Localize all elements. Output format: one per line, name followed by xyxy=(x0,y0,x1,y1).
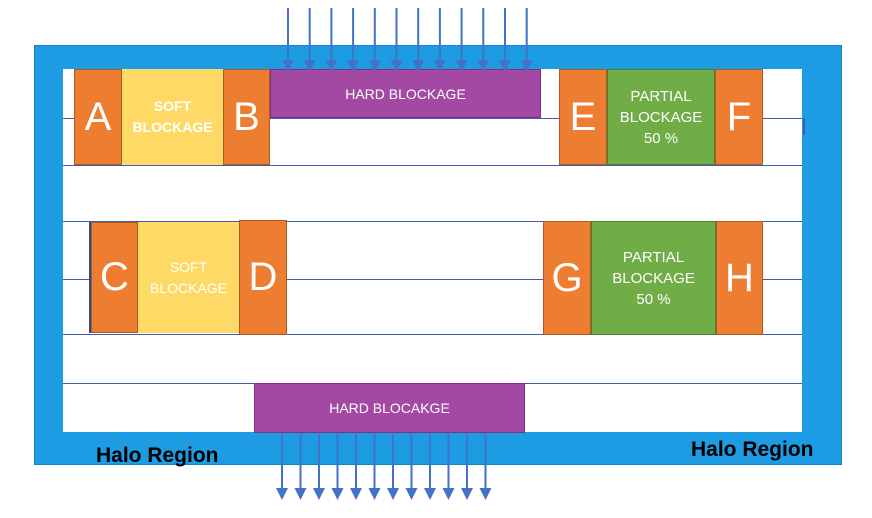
macro-g: G xyxy=(543,221,591,335)
macro-a: A xyxy=(74,69,122,165)
top-arrow-group xyxy=(282,8,533,72)
partial-blockage-top: PARTIAL BLOCKAGE 50 % xyxy=(607,69,715,165)
macro-h: H xyxy=(716,221,763,335)
bottom-arrow-group xyxy=(276,434,492,500)
macro-e: E xyxy=(559,69,607,165)
halo-region-label-right: Halo Region xyxy=(691,438,814,461)
macro-f: F xyxy=(715,69,763,165)
soft-blockage-bottom: SOFT BLOCKAGE xyxy=(138,222,239,333)
row-line xyxy=(63,118,802,119)
soft-blockage-top: SOFT BLOCKAGE xyxy=(122,69,223,165)
hard-blockage-top: HARD BLOCKAGE xyxy=(270,69,541,118)
row-line xyxy=(63,279,802,280)
row-end-tick xyxy=(803,118,805,135)
macro-c: C xyxy=(91,222,138,333)
row-line xyxy=(63,221,802,222)
macro-b: B xyxy=(223,69,270,165)
hard-blockage-bottom: HARD BLOCAKGE xyxy=(254,383,525,433)
row-line xyxy=(63,165,802,166)
row-line xyxy=(63,334,802,335)
halo-region-label-left: Halo Region xyxy=(96,444,219,467)
partial-blockage-bottom: PARTIAL BLOCKAGE 50 % xyxy=(591,221,716,335)
macro-d: D xyxy=(239,220,287,335)
